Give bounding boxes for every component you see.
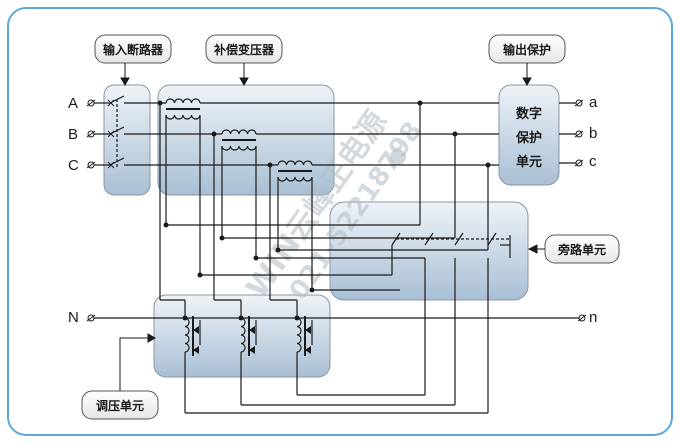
callout-bypass-unit: 旁路单元 (544, 234, 620, 264)
protection-unit-line2: 保护 (515, 130, 542, 146)
output-label-a: a (589, 94, 598, 111)
input-label-b: B (68, 126, 78, 143)
comp-transformer-coils (165, 98, 313, 182)
watermark-dot (390, 149, 406, 165)
callout-input-breaker: 输入断路器 (94, 34, 172, 64)
callout-comp-transformer: 补偿变压器 (205, 34, 283, 64)
bypass-switches (391, 232, 510, 246)
protection-unit-line3: 单元 (516, 154, 542, 170)
regulation-unit-box (153, 294, 331, 378)
junction-dots (157, 100, 491, 321)
interconnect-wires (159, 103, 511, 413)
protection-unit-box (498, 84, 560, 186)
input-label-c: C (68, 157, 79, 174)
output-label-b: b (589, 125, 597, 142)
regulation-coils (160, 299, 488, 414)
callout-bypass-unit-label: 旁路单元 (557, 242, 606, 257)
callout-regulation-unit: 调压单元 (81, 390, 159, 420)
phase-lines (94, 102, 579, 319)
callout-regulation-unit-label: 调压单元 (96, 398, 144, 413)
input-label-a: A (68, 95, 78, 112)
slider-arrows (193, 326, 311, 354)
callout-pointers (119, 63, 545, 391)
input-label-n: N (68, 309, 79, 326)
input-breaker-box (103, 84, 151, 196)
protection-unit-line1: 数字 (516, 106, 542, 122)
output-label-c: c (589, 153, 597, 170)
output-label-n: n (589, 309, 597, 326)
callout-output-protection: 输出保护 (488, 34, 566, 64)
breaker-x-marks (107, 99, 115, 169)
callout-comp-transformer-label: 补偿变压器 (213, 42, 275, 57)
callout-input-breaker-label: 输入断路器 (103, 42, 164, 57)
callout-output-protection-label: 输出保护 (503, 42, 551, 57)
